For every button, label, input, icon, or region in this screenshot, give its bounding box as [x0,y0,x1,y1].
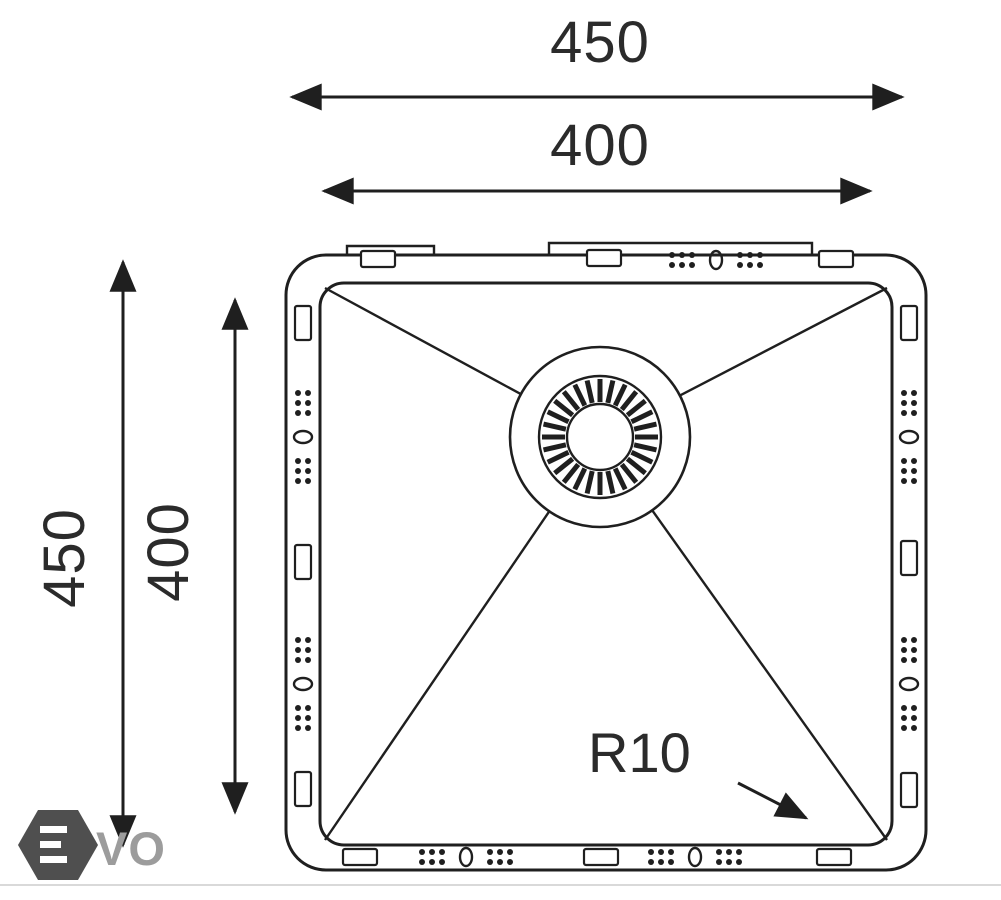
corner-radius-callout: R10 [588,721,809,820]
dimension-top-outer-label: 450 [550,10,650,75]
dimension-top-inner-label: 400 [550,113,650,178]
rim-hardware-bottom [341,846,853,868]
sink-top-tab-right [547,241,814,256]
dimension-left-inner: 400 [136,297,249,815]
corner-radius-arrow [737,781,809,820]
dimension-top-outer: 450 [289,10,905,111]
drain [508,345,692,529]
logo-text: VO [96,822,166,875]
sink-outline [284,241,928,872]
logo-hexagon-glyph [40,826,67,863]
corner-radius-label: R10 [588,721,691,784]
evo-logo: VO [18,810,166,880]
dimension-left-outer-label: 450 [32,508,97,608]
sink-top-tab-left [345,244,436,256]
sink-bowl-edge [318,281,894,847]
bottom-divider [0,884,1001,886]
dimension-left-inner-label: 400 [136,502,201,602]
rim-hardware-right [898,304,920,809]
drain-strainer-spokes [542,379,658,495]
dimension-left-outer: 450 [32,259,137,848]
drain-inner-hole [565,402,635,472]
rim-hardware-left [292,304,314,808]
dimension-top-inner: 400 [321,113,873,205]
